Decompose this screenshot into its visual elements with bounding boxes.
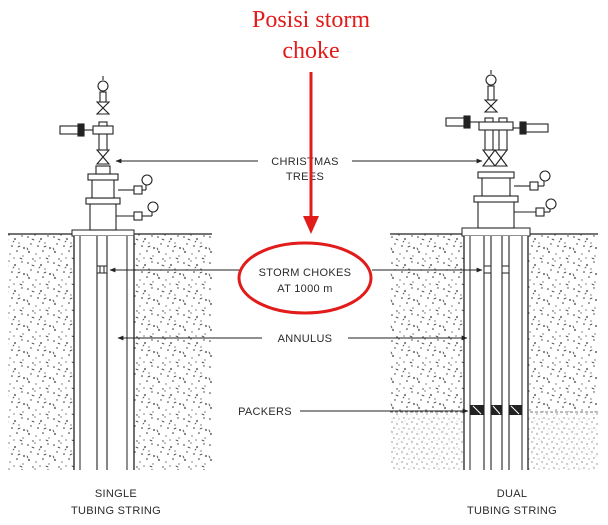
- label-storm-chokes-line1: STORM CHOKES: [259, 267, 352, 279]
- label-christmas-line2: TREES: [286, 171, 324, 183]
- christmas-tree-left: [59, 76, 159, 231]
- annotation-title-line1: Posisi storm: [252, 7, 370, 33]
- storm-choke-left: [96, 265, 108, 274]
- christmas-tree-right: [445, 70, 557, 229]
- red-arrow: [303, 72, 319, 234]
- dual-well-bore: [461, 227, 531, 470]
- annotation-title-line2: choke: [282, 38, 339, 64]
- storm-choke-right: [483, 265, 510, 274]
- caption-dual-line1: DUAL: [497, 488, 528, 500]
- caption-single-line1: SINGLE: [95, 488, 137, 500]
- caption-dual-line2: TUBING STRING: [467, 505, 557, 517]
- label-storm-chokes-line2: AT 1000 m: [277, 283, 333, 295]
- caption-single-line2: TUBING STRING: [71, 505, 161, 517]
- storm-choke-highlight-ellipse: [237, 241, 373, 315]
- label-annulus: ANNULUS: [278, 333, 333, 345]
- label-packers: PACKERS: [238, 406, 292, 418]
- label-christmas-line1: CHRISTMAS: [271, 156, 338, 168]
- packers: [470, 405, 522, 415]
- single-well-bore: [71, 229, 135, 470]
